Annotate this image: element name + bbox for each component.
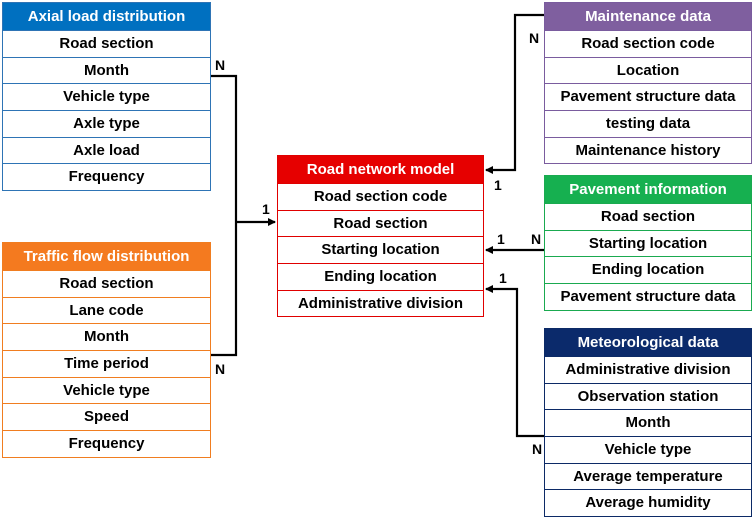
cardinality-maint-1: 1: [494, 177, 502, 193]
entity-axial-load-distribution: Axial load distribution Road section Mon…: [2, 2, 211, 192]
field-row: Month: [545, 409, 751, 436]
entity-pavement-information: Pavement information Road section Starti…: [544, 175, 752, 311]
field-row: Lane code: [3, 296, 210, 324]
entity-maintenance-data: Maintenance data Road section code Locat…: [544, 2, 752, 165]
field-row: Average humidity: [545, 489, 751, 516]
field-row: Frequency: [3, 430, 210, 457]
field-row: Road section: [545, 203, 751, 230]
field-row: Road section: [3, 30, 210, 57]
cardinality-traffic-n: N: [215, 361, 226, 377]
cardinality-pave-n: N: [531, 231, 542, 247]
cardinality-meteo-1: 1: [499, 270, 507, 286]
field-row: Month: [3, 323, 210, 350]
field-row: Starting location: [278, 236, 483, 263]
cardinality-meteo-n: N: [532, 441, 543, 457]
entity-title: Pavement information: [545, 176, 751, 203]
entity-title: Road network model: [278, 156, 483, 183]
field-row: Road section code: [278, 183, 483, 210]
field-row: Average temperature: [545, 462, 751, 490]
entity-title: Maintenance data: [545, 3, 751, 30]
field-row: Location: [545, 56, 751, 84]
field-row: Road section code: [545, 30, 751, 57]
cardinality-maint-n: N: [529, 30, 540, 46]
field-row: Administrative division: [545, 356, 751, 383]
entity-traffic-flow-distribution: Traffic flow distribution Road section L…: [2, 242, 211, 458]
link-meteo-to-road: [485, 285, 544, 438]
entity-title: Meteorological data: [545, 329, 751, 356]
field-row: Maintenance history: [545, 136, 751, 164]
field-row: Axle load: [3, 136, 210, 164]
cardinality-road-left-1: 1: [262, 201, 270, 217]
entity-title: Axial load distribution: [3, 3, 210, 30]
field-row: Administrative division: [278, 289, 483, 317]
cardinality-axial-n: N: [215, 57, 226, 73]
field-row: testing data: [545, 110, 751, 137]
field-row: Road section: [3, 270, 210, 297]
field-row: Frequency: [3, 163, 210, 190]
entity-meteorological-data: Meteorological data Administrative divis…: [544, 328, 752, 518]
field-row: Speed: [3, 403, 210, 430]
cardinality-pave-1: 1: [497, 231, 505, 247]
field-row: Time period: [3, 350, 210, 377]
field-row: Pavement structure data: [545, 83, 751, 110]
field-row: Ending location: [278, 263, 483, 290]
field-row: Vehicle type: [545, 436, 751, 463]
field-row: Road section: [278, 209, 483, 237]
entity-title: Traffic flow distribution: [3, 243, 210, 270]
field-row: Pavement structure data: [545, 283, 751, 310]
field-row: Axle type: [3, 110, 210, 137]
field-row: Vehicle type: [3, 83, 210, 110]
field-row: Month: [3, 56, 210, 84]
link-maint-to-road: [485, 13, 544, 174]
link-axial-to-road: [211, 74, 238, 357]
field-row: Observation station: [545, 382, 751, 410]
entity-road-network-model: Road network model Road section code Roa…: [277, 155, 484, 318]
field-row: Ending location: [545, 256, 751, 283]
field-row: Starting location: [545, 229, 751, 257]
field-row: Vehicle type: [3, 376, 210, 404]
